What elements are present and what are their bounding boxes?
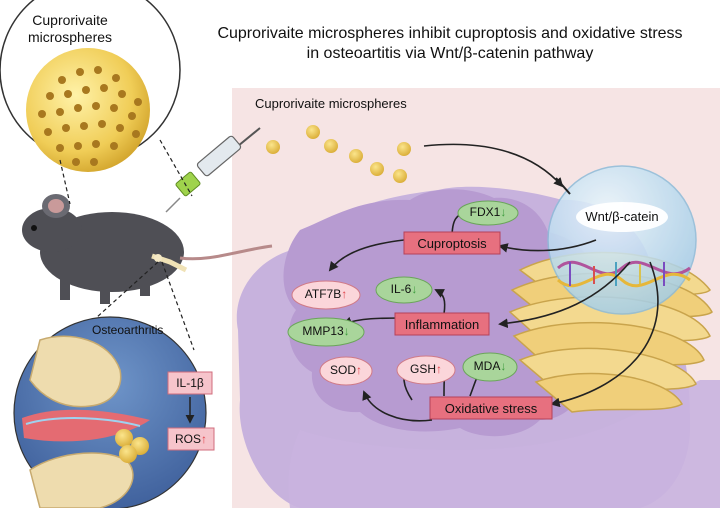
atf7b-marker: ATF7B↑ (292, 287, 360, 301)
inset-label-line-2: microspheres (28, 29, 113, 45)
marker-shapes (287, 200, 519, 386)
mmp13-marker: MMP13↓ (288, 324, 364, 338)
dna-strand (556, 260, 691, 288)
title-line-2: in osteoartitis via Wnt/β-catenin pathwa… (306, 45, 594, 62)
inhibition-bar (555, 177, 571, 195)
sod-label: SOD (329, 363, 356, 377)
atf7b-label: ATF7B (304, 287, 342, 301)
ros-box: ROS↑ (168, 432, 214, 446)
panel-microspheres (266, 125, 411, 183)
microsphere-pores (38, 66, 142, 166)
microsphere-large (26, 48, 150, 172)
inflammation-box: Inflammation (404, 317, 480, 332)
wnt-label-bg (576, 202, 668, 232)
fdx1-down-arrow: ↓ (500, 205, 507, 219)
inset-label-line-1: Cuprorivaite (32, 12, 108, 28)
title-line-1: Cuprorivaite microspheres inhibit cuprop… (217, 25, 683, 42)
fdx1-label: FDX1 (469, 205, 501, 219)
cuproptosis-box: Cuproptosis (417, 236, 487, 251)
wnt-bubble (547, 165, 697, 315)
figure-title: Cuprorivaite microspheres inhibit cuprop… (200, 24, 700, 64)
sod-marker: SOD↑ (320, 363, 372, 377)
osteo-label: Osteoarthritis (92, 323, 164, 337)
il6-down-arrow: ↓ (411, 282, 418, 296)
il1b-box: IL-1β (176, 376, 204, 390)
atf7b-up-arrow: ↑ (341, 287, 348, 301)
inset-microsphere-label: Cuprorivaite microspheres (28, 12, 112, 46)
gsh-label: GSH (409, 362, 436, 376)
mda-down-arrow: ↓ (500, 359, 507, 373)
il6-label: IL-6 (390, 282, 412, 296)
connector-lines (59, 139, 195, 351)
wnt-label: Wnt/β-catein (585, 209, 659, 224)
oxidative-stress-box: Oxidative stress (444, 401, 538, 416)
mouse (22, 194, 273, 304)
syringe (165, 127, 261, 213)
panel-label: Cuprorivaite microspheres (255, 96, 407, 111)
mda-label: MDA (473, 359, 501, 373)
cell-lower-band (288, 380, 720, 508)
mmp13-down-arrow: ↓ (343, 324, 350, 338)
mmp13-label: MMP13 (302, 324, 344, 338)
fdx1-marker: FDX1↓ (458, 205, 518, 219)
mda-marker: MDA↓ (463, 359, 517, 373)
gsh-marker: GSH↑ (397, 362, 455, 376)
knee-joint (22, 335, 150, 508)
gsh-up-arrow: ↑ (436, 362, 442, 376)
box-shapes (167, 231, 553, 451)
ros-label: ROS (174, 432, 201, 446)
il6-marker: IL-6↓ (376, 282, 432, 296)
sod-up-arrow: ↑ (356, 363, 362, 377)
ros-up-arrow: ↑ (201, 432, 207, 446)
